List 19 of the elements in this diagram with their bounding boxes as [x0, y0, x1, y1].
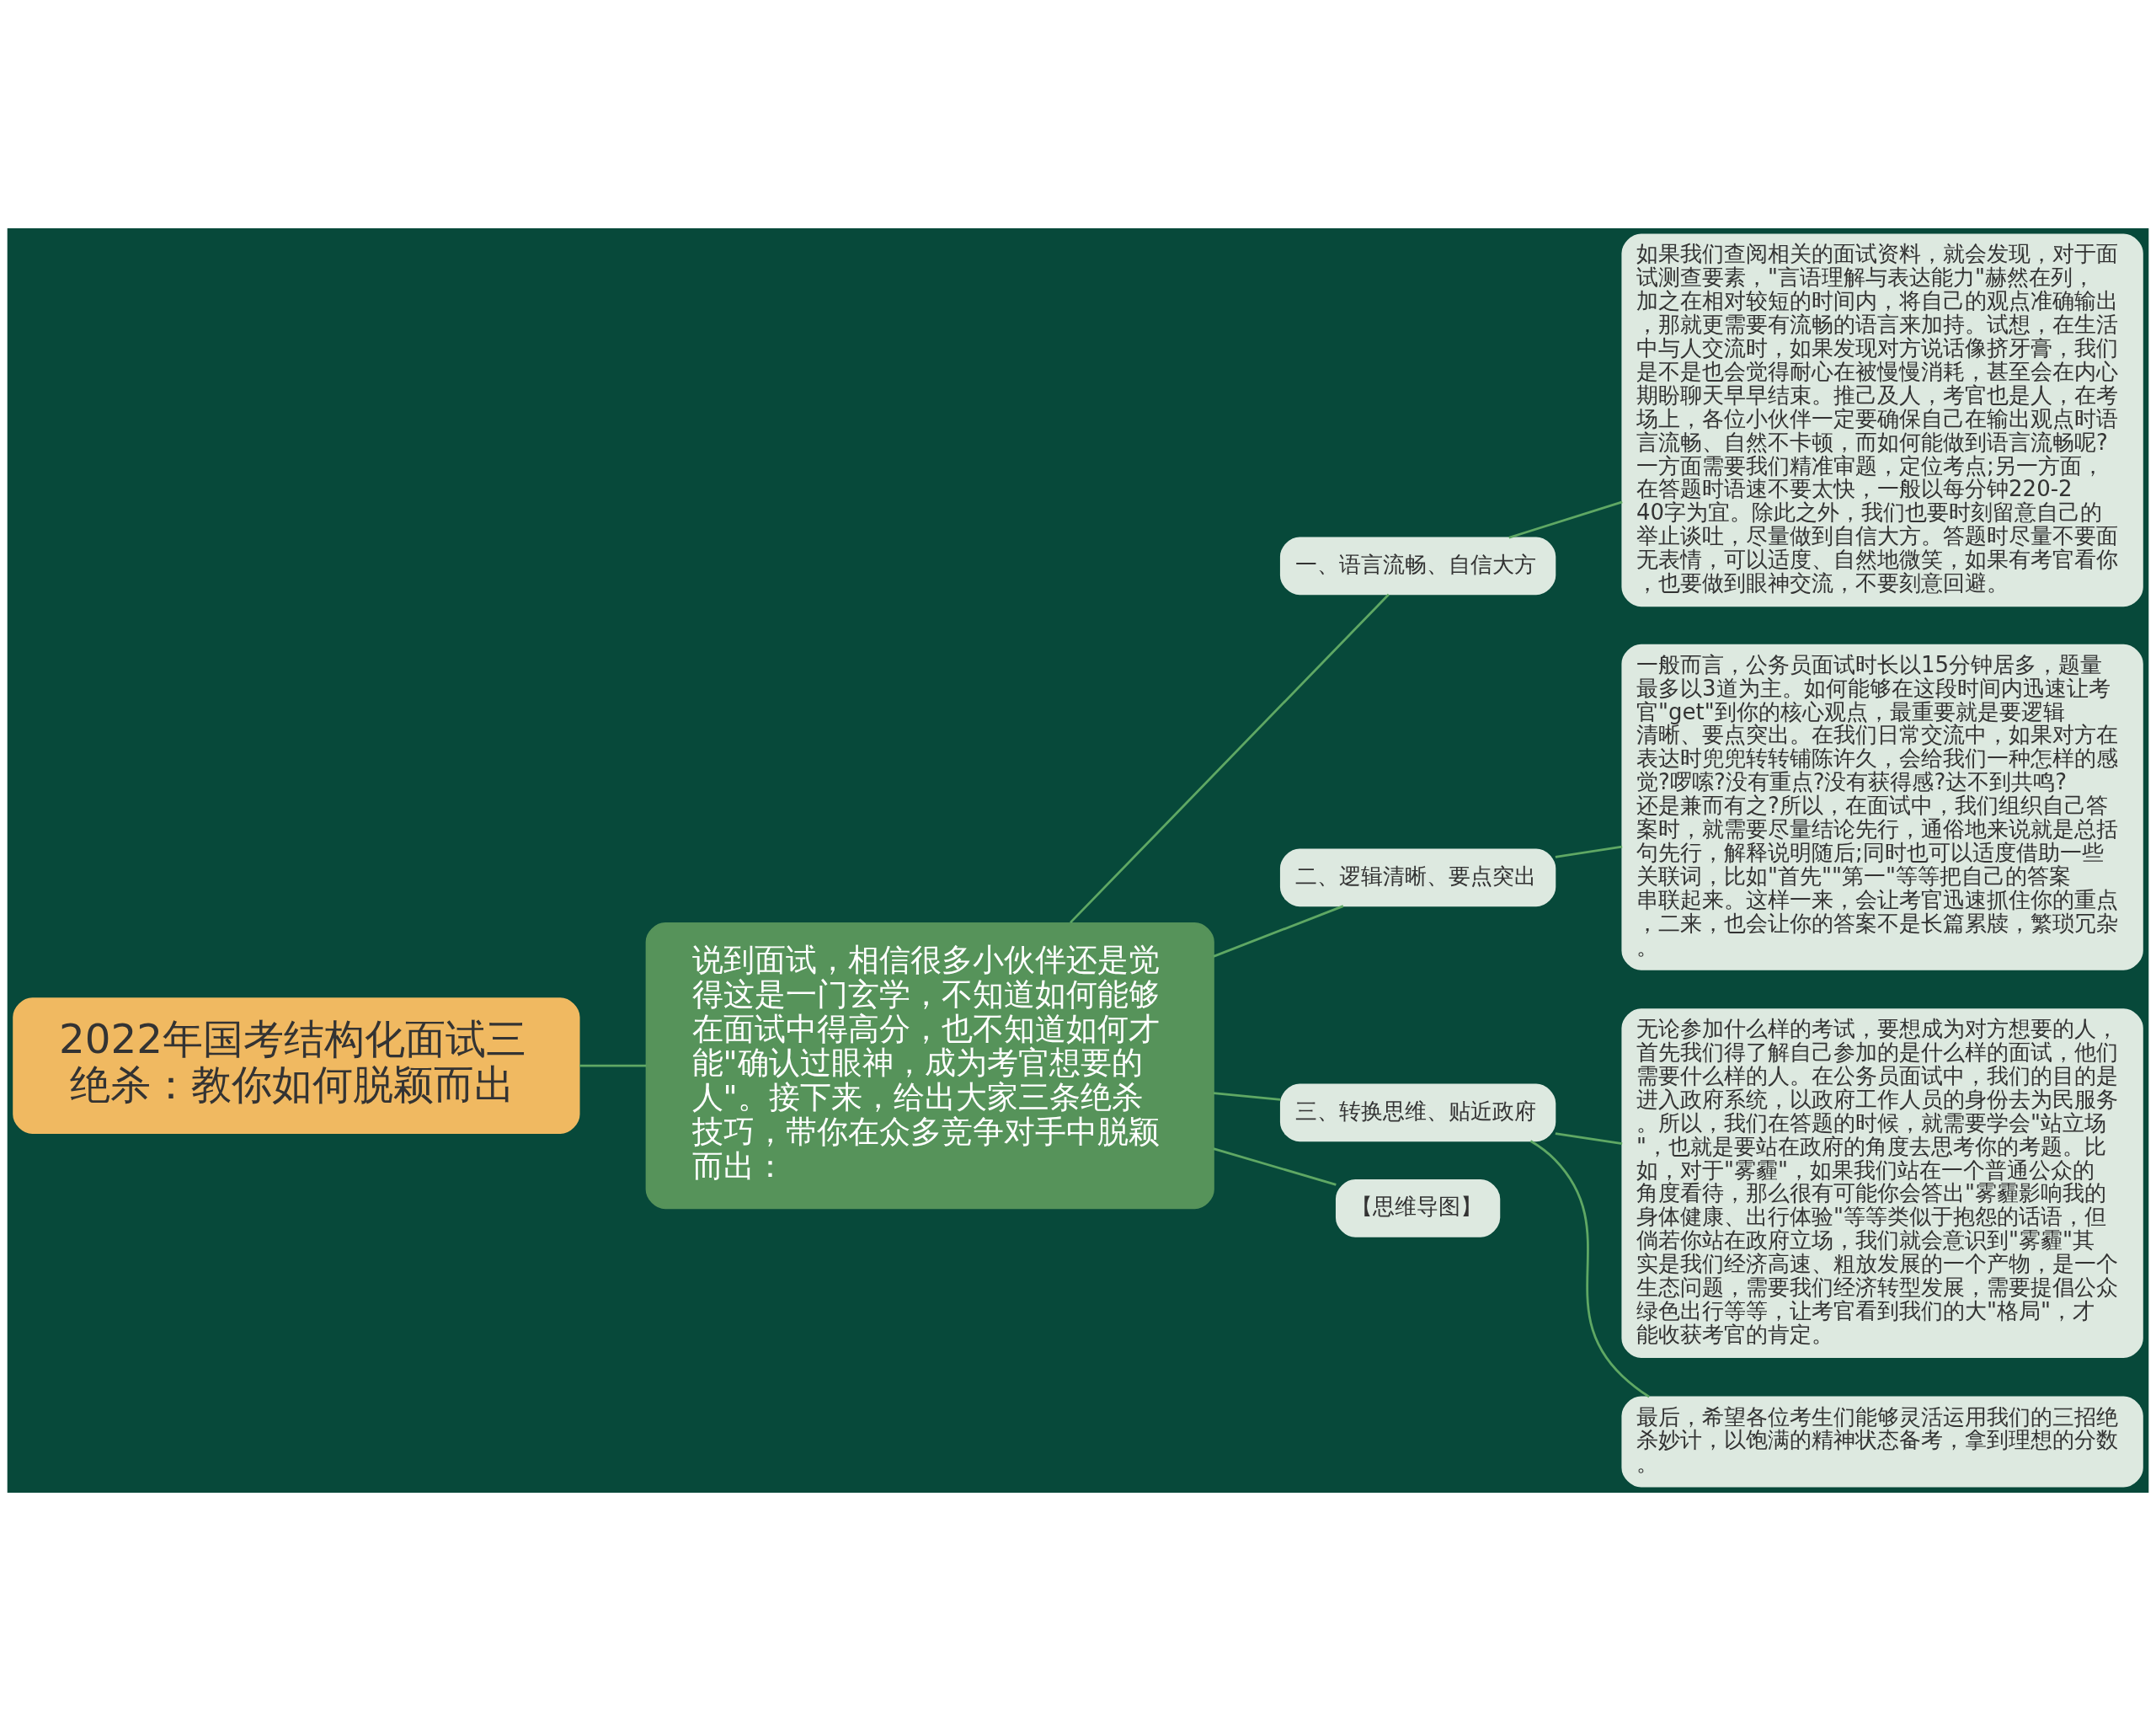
node-box: 一、语言流畅、自信大方	[1279, 537, 1556, 596]
connector	[1070, 593, 1390, 924]
connector	[1529, 1140, 1650, 1398]
node-box: 最后，希望各位考生们能够灵活运用我们的三招绝杀妙计，以饱满的精神状态备考，拿到理想的分数。	[1621, 1396, 2143, 1488]
connector	[1555, 845, 1623, 858]
connector	[1555, 1132, 1623, 1146]
node-box: 一般而言，公务员面试时长以15分钟居多，题量最多以3道为主。如何能够在这段时间内迅速让考官"get"到你的核心观点，最重要就是要逻辑清晰、要点突出。在我们日常交流中，如果对方在表达时兜兜转转铺陈许久，会给我们一种怎样的感觉?啰嗦?没有重点?没有获得感?达不到共鸣?还是兼而有之?所以，在面试中，我们组织自己答案时，就需要尽量结论先行，通俗地来说就是总括句先行，解释说明随后;同时也可以适度借助一些关联词，比如"首先""第一"等等把自己的答案串联起来。这样一来，会让考官迅速抓住你的重点，二来，也会让你的答案不是长篇累牍，繁琐冗杂。	[1621, 644, 2143, 970]
connector	[1508, 500, 1623, 539]
node-box: 无论参加什么样的考试，要想成为对方想要的人，首先我们得了解自己参加的是什么样的面试，他们需要什么样的人。在公务员面试中，我们的目的是进入政府系统，以政府工作人员的身份去为民服务。所以，我们在答题的时候，就需要学会"站立场"，也就是要站在政府的角度去思考你的考题。比如，对于"雾霾"，如果我们站在一个普通公众的角度看待，那么很有可能你会答出"雾霾影响我的身体健康、出行体验"等等类似于抱怨的话语，但倘若你站在政府立场，我们就会意识到"雾霾"其实是我们经济高速、粗放发展的一个产物，是一个生态问题，需要我们经济转型发展，需要提倡公众绿色出行等等，让考官看到我们的大"格局"，才能收获考官的肯定。	[1621, 1008, 2143, 1359]
connector	[1213, 1147, 1337, 1186]
connector	[1213, 1092, 1281, 1101]
connector	[579, 1064, 647, 1067]
connector	[1213, 905, 1344, 958]
node-box: 二、逻辑清晰、要点突出	[1279, 848, 1556, 907]
node-box: 【思维导图】	[1335, 1179, 1501, 1237]
node-box: 2022年国考结构化面试三绝杀：教你如何脱颖而出	[13, 997, 580, 1135]
node-box: 如果我们查阅相关的面试资料，就会发现，对于面试测查要素，"言语理解与表达能力"赫然在列，加之在相对较短的时间内，将自己的观点准确输出，那就更需要有流畅的语言来加持。试想，在生活中与人交流时，如果发现对方说话像挤牙膏，我们是不是也会觉得耐心在被慢慢消耗，甚至会在内心期盼聊天早早结束。推己及人，考官也是人，在考场上，各位小伙伴一定要确保自己在输出观点时语言流畅、自然不卡顿，而如何能做到语言流畅呢?一方面需要我们精准审题，定位考点;另一方面，在答题时语速不要太快，一般以每分钟220-240字为宜。除此之外，我们也要时刻留意自己的举止谈吐，尽量做到自信大方。答题时尽量不要面无表情，可以适度、自然地微笑，如果有考官看你，也要做到眼神交流，不要刻意回避。	[1621, 233, 2143, 607]
node-box: 三、转换思维、贴近政府	[1279, 1083, 1556, 1142]
node-box: 说到面试，相信很多小伙伴还是觉得这是一门玄学，不知道如何能够在面试中得高分，也不知道如何才能"确认过眼神，成为考官想要的人"。接下来，给出大家三条绝杀技巧，带你在众多竞争对手中脱颖而出：	[645, 922, 1214, 1210]
